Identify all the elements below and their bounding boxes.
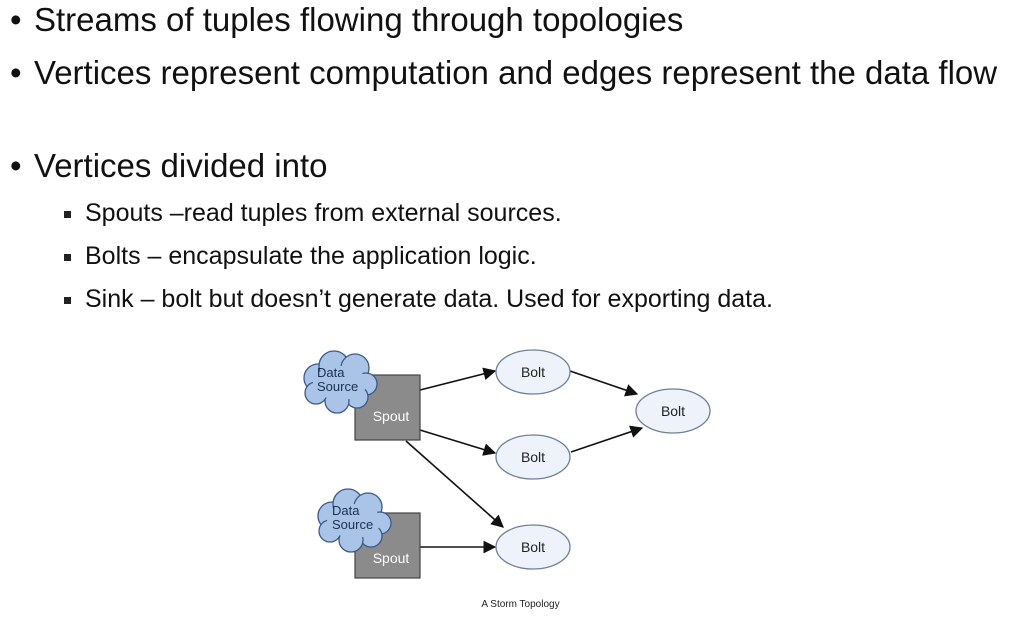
spout-label: Spout (373, 408, 410, 424)
square-bullet-icon (64, 211, 71, 218)
bolt-node (495, 349, 571, 395)
bullet-item: • Vertices represent computation and edg… (10, 53, 1024, 93)
edge-bolt1-bolt3 (569, 370, 639, 397)
bullet-text: Vertices represent computation and edges… (34, 54, 998, 91)
sub-bullet-item: Bolts – encapsulate the application logi… (60, 240, 537, 272)
bullet-item: • Vertices divided into (10, 146, 1024, 186)
data-source-label: Source (317, 379, 358, 394)
bolt-label: Bolt (521, 539, 545, 555)
sub-bullet-item: Spouts –read tuples from external source… (60, 197, 562, 229)
sub-bullet-text: Spouts –read tuples from external source… (85, 199, 562, 227)
bolt-label: Bolt (521, 449, 545, 465)
edge-spout1-bolt4 (405, 440, 504, 528)
bolt-node (635, 388, 711, 434)
data-source-label: Source (332, 517, 373, 532)
bolt-node (495, 434, 571, 480)
data-source-cloud-icon (303, 350, 378, 414)
square-bullet-icon (64, 297, 71, 304)
square-bullet-icon (64, 254, 71, 261)
bolt-label: Bolt (661, 403, 685, 419)
bullet-dot: • (10, 54, 22, 91)
spout-label: Spout (373, 550, 410, 566)
bullet-item: • Streams of tuples flowing through topo… (10, 0, 1024, 40)
bolt-label: Bolt (521, 364, 545, 380)
bullet-text: Streams of tuples flowing through topolo… (34, 1, 684, 38)
data-source-label: Data (332, 503, 360, 518)
sub-bullet-text: Sink – bolt but doesn’t generate data. U… (85, 285, 773, 313)
edge-spout1-bolt1 (419, 367, 497, 391)
sub-bullet-item: Sink – bolt but doesn’t generate data. U… (60, 283, 773, 315)
sub-bullet-text: Bolts – encapsulate the application logi… (85, 242, 537, 270)
diagram-caption: A Storm Topology (481, 599, 560, 610)
data-source-label: Data (317, 365, 345, 380)
edges (405, 367, 644, 554)
bullet-dot: • (10, 1, 22, 38)
bullet-text: Vertices divided into (34, 147, 328, 184)
edge-spout1-bolt2 (419, 429, 497, 456)
bullet-dot: • (10, 147, 22, 184)
bolt-node (495, 524, 571, 570)
edge-bolt2-bolt3 (570, 425, 644, 453)
data-source-cloud-icon (317, 488, 392, 553)
